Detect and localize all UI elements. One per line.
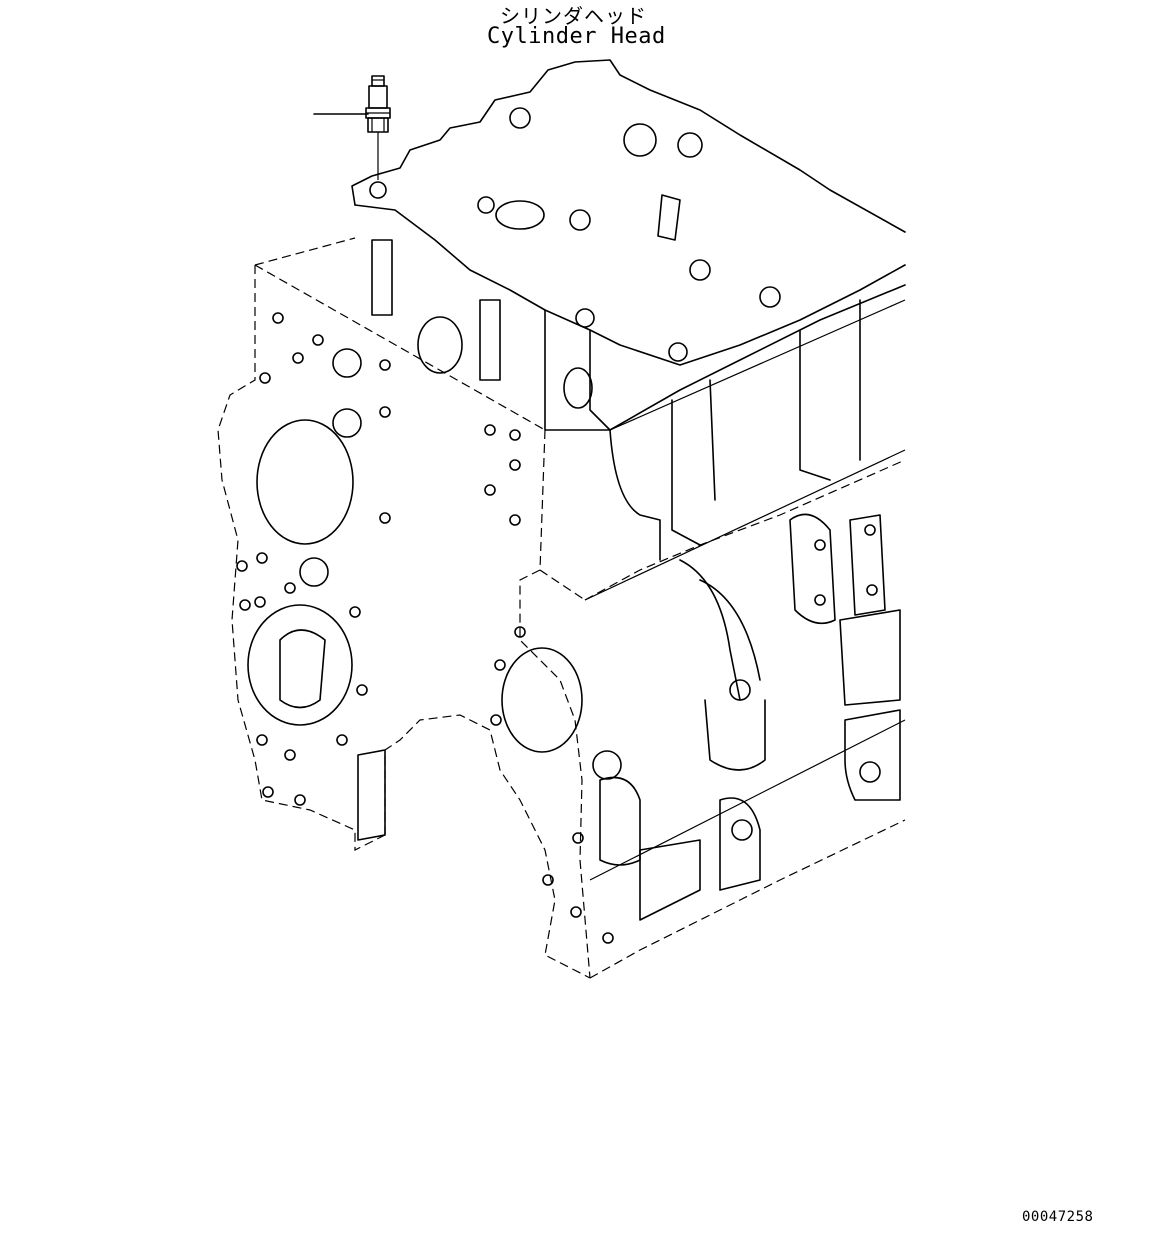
block-side-ribs: [584, 299, 906, 921]
drawing-number: 00047258: [1022, 1209, 1094, 1225]
rear-flange: [357, 749, 386, 841]
cylinder-head-label-jp: シリンダヘッド: [500, 4, 647, 28]
cylinder-head: [351, 59, 906, 431]
sensor-part-icon[interactable]: [365, 75, 391, 180]
front-bolt-holes: [236, 312, 614, 944]
cylinder-head-label-en: Cylinder Head: [487, 24, 666, 49]
engine-block: [217, 237, 906, 979]
